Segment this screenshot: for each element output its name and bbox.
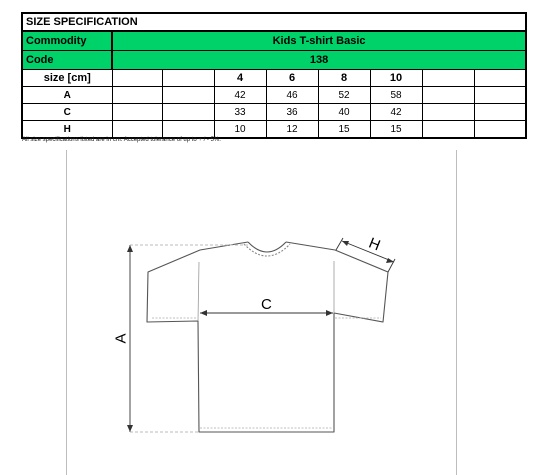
table-row: H 10 12 15 15 [21, 120, 527, 139]
tshirt-outline [146, 241, 389, 433]
dimension-a [127, 244, 248, 433]
size-header-cell: 10 [369, 69, 423, 87]
dimension-a-label: A [112, 333, 130, 344]
table-cell: 15 [369, 120, 423, 139]
empty-cell [473, 120, 527, 139]
size-spec-table: SIZE SPECIFICATION Commodity Kids T-shir… [21, 12, 528, 139]
frame-line-left [66, 150, 67, 475]
code-value: 138 [110, 50, 527, 70]
table-cell: 40 [317, 103, 371, 121]
empty-cell [473, 103, 527, 121]
dimension-c-label: C [261, 296, 272, 313]
dimension-h [335, 237, 396, 273]
frame-line-right [456, 150, 457, 475]
table-cell: 42 [369, 103, 423, 121]
tolerance-note: All size specifications listed are in cm… [22, 137, 221, 143]
table-row: A 42 46 52 58 [21, 86, 527, 104]
row-label: H [21, 120, 113, 139]
size-header-row: size [cm] 4 6 8 10 [21, 69, 527, 87]
table-cell: 15 [317, 120, 371, 139]
dimension-c [200, 310, 333, 316]
table-row: C 33 36 40 42 [21, 103, 527, 121]
table-title: SIZE SPECIFICATION [21, 12, 527, 32]
commodity-value: Kids T-shirt Basic [110, 30, 527, 51]
